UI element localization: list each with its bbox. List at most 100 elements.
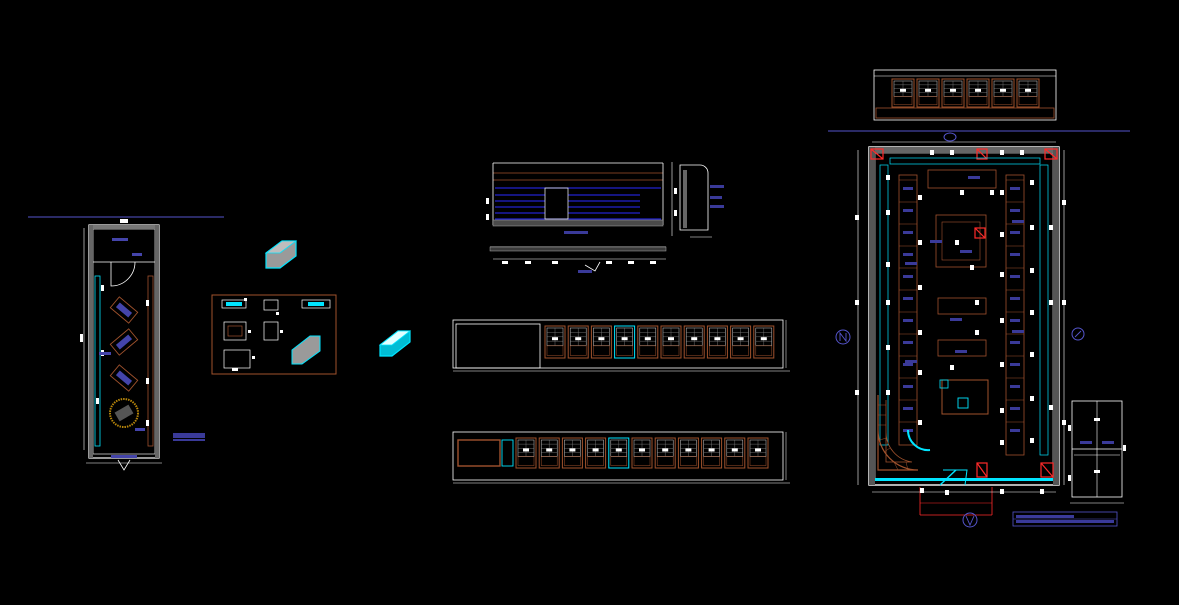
dim-tag <box>855 390 859 395</box>
cabinet-bay <box>515 437 537 469</box>
entry-door-swing <box>943 469 968 486</box>
dim-tag <box>598 337 605 341</box>
cabinet-bay <box>941 78 965 108</box>
dim-tag <box>1030 310 1034 315</box>
center-display-3 <box>937 339 987 357</box>
dim-tag <box>662 448 669 452</box>
dim-tag <box>918 370 922 375</box>
narrow-shop-plan[interactable] <box>28 216 224 471</box>
dim-tag <box>855 300 859 305</box>
dim-tag <box>970 265 974 270</box>
dim-tag <box>1062 200 1066 205</box>
dim-tag <box>930 150 934 155</box>
large-shop-plan[interactable] <box>835 132 1085 528</box>
counter-block <box>457 439 501 467</box>
dim-tag <box>855 215 859 220</box>
cabinet-bay <box>1016 78 1040 108</box>
cabinet-bay <box>991 78 1015 108</box>
drawer <box>656 456 674 466</box>
wall-hatch-right <box>155 225 159 458</box>
item-tag <box>905 262 917 265</box>
wall-elevation-1[interactable] <box>452 319 790 372</box>
dim-tag <box>691 337 698 341</box>
dim-tag <box>918 240 922 245</box>
view-marker-right <box>1071 327 1085 341</box>
item-tag <box>903 341 913 344</box>
section-marker <box>584 261 601 272</box>
iso-shelf-unit[interactable] <box>378 330 412 357</box>
cabinet-bay <box>585 437 607 469</box>
wall-elevation-2[interactable] <box>452 431 790 484</box>
door-swing <box>110 261 136 287</box>
display-table-2 <box>109 328 139 356</box>
dimension-tags <box>855 150 1066 495</box>
dim-tag <box>1000 150 1004 155</box>
item-tag <box>903 407 913 410</box>
drawer <box>680 456 697 466</box>
iso-cabinet-top[interactable] <box>264 240 298 269</box>
drawer <box>616 345 633 356</box>
elevation-blank-panel <box>455 323 541 369</box>
glass-shelves <box>495 187 661 220</box>
dim-tag <box>1030 438 1034 443</box>
entry-tag <box>111 455 137 458</box>
cabinet-bay <box>608 437 630 469</box>
dim-tag <box>120 219 128 223</box>
dim-tag <box>1000 362 1004 367</box>
item-tag <box>960 250 972 253</box>
dim-tag <box>714 337 721 341</box>
drawer <box>918 96 938 106</box>
dim-tag <box>950 88 956 92</box>
dim-tag <box>546 448 553 452</box>
dim-tag <box>950 150 954 155</box>
sheet-border <box>211 294 337 375</box>
dim-tag <box>592 448 599 452</box>
dim-tag <box>755 448 761 452</box>
dim-tag <box>1000 232 1004 237</box>
cabinet-bay <box>654 437 676 469</box>
top-elevation[interactable] <box>828 69 1130 132</box>
dim-tag <box>886 262 890 267</box>
display-table-3 <box>109 364 139 392</box>
dim-tag <box>668 337 674 341</box>
wall-shelf-left <box>94 275 101 447</box>
section-dim-tags <box>486 198 656 264</box>
dim-tag <box>685 448 692 452</box>
title-block[interactable] <box>1012 511 1118 527</box>
cabinet-bays <box>544 325 775 359</box>
drawer <box>968 96 988 106</box>
item-tag <box>1010 253 1020 256</box>
cabinet-bay <box>614 325 636 359</box>
dim-tag <box>886 175 890 180</box>
cabinet-bay <box>631 437 653 469</box>
drawer <box>662 345 680 356</box>
drawer <box>540 456 558 466</box>
drawer <box>993 96 1013 106</box>
small-elevation-detail[interactable] <box>1068 400 1126 504</box>
dim-tag <box>1062 420 1066 425</box>
item-tag <box>930 240 942 243</box>
drawer <box>639 345 657 356</box>
dim-tag <box>975 88 981 92</box>
section-elevation[interactable] <box>486 162 724 273</box>
dim-tag <box>1000 272 1004 277</box>
rug-center <box>114 404 134 422</box>
gondola-left <box>898 174 918 446</box>
drawer <box>569 345 587 356</box>
dim-tag <box>1030 396 1034 401</box>
entry-marker <box>117 459 131 471</box>
dim-tag <box>1049 300 1053 305</box>
dim-tag <box>975 300 979 305</box>
dim-tag <box>1000 489 1004 494</box>
item-tag <box>1010 407 1020 410</box>
furniture-detail-sheet[interactable] <box>211 294 337 375</box>
drawer <box>517 456 535 466</box>
item-tag <box>1010 341 1020 344</box>
cabinet-bay <box>637 325 659 359</box>
dim-tag <box>960 190 964 195</box>
dim-tag <box>1000 318 1004 323</box>
view-marker-top <box>943 132 957 142</box>
scale-label <box>173 433 205 438</box>
